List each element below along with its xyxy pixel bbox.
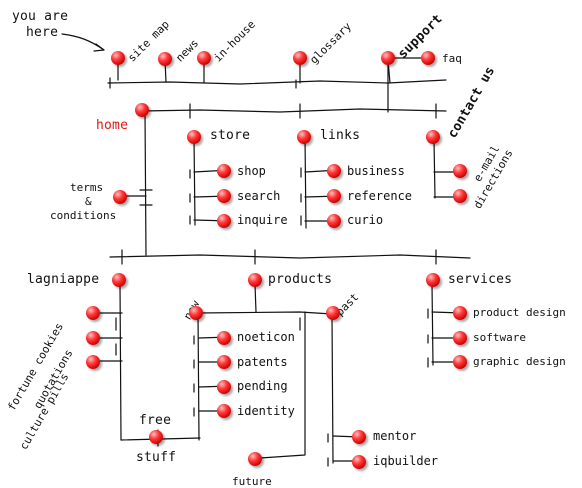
fortune-cookies-node-icon[interactable] [86,306,100,320]
future-node-icon[interactable] [248,452,262,466]
store-node-icon[interactable] [187,130,201,144]
identity-node-icon[interactable] [217,404,231,418]
reference-link[interactable]: reference [347,189,413,203]
patents-link[interactable]: patents [237,355,288,369]
business-link[interactable]: business [347,164,405,178]
search-link[interactable]: search [237,189,281,203]
conditions-link[interactable]: conditions [50,209,117,222]
you-are-here-label-line2: here [26,25,59,40]
identity-link[interactable]: identity [237,404,295,418]
future-products-link[interactable]: future [232,475,272,488]
culture-pills-node-icon[interactable] [86,355,100,369]
services-link[interactable]: services [448,272,513,287]
products-link[interactable]: products [268,272,333,287]
curio-link[interactable]: curio [347,213,384,227]
product-design-link[interactable]: product design [473,306,566,319]
links-link[interactable]: links [320,128,361,143]
free-stuff-link[interactable]: free [139,413,172,428]
mentor-node-icon[interactable] [352,430,366,444]
lagniappe-node-icon[interactable] [112,273,126,287]
terms-link[interactable]: terms [70,181,104,194]
terms-link-ampersand[interactable]: & [85,195,92,208]
patents-node-icon[interactable] [217,355,231,369]
pending-node-icon[interactable] [217,380,231,394]
in-house-node-icon[interactable] [197,51,211,65]
email-node-icon[interactable] [453,164,467,178]
inquire-node-icon[interactable] [217,214,231,228]
iqbuilder-node-icon[interactable] [352,455,366,469]
noeticon-link[interactable]: noeticon [237,330,295,344]
links-node-icon[interactable] [297,130,311,144]
home-node-icon[interactable] [135,103,149,117]
shop-link[interactable]: shop [237,164,266,178]
products-node-icon[interactable] [248,273,262,287]
home-link[interactable]: home [96,118,129,133]
free-stuff-link-line2[interactable]: stuff [136,450,177,465]
glossary-node-icon[interactable] [293,51,307,65]
directions-node-icon[interactable] [453,189,467,203]
shop-node-icon[interactable] [217,164,231,178]
search-node-icon[interactable] [217,189,231,203]
faq-node-icon[interactable] [421,51,435,65]
noeticon-node-icon[interactable] [217,331,231,345]
terms-node-icon[interactable] [113,190,127,204]
news-node-icon[interactable] [158,52,172,66]
you-are-here-label: you are [12,9,69,24]
quotations-node-icon[interactable] [86,331,100,345]
reference-node-icon[interactable] [327,189,341,203]
business-node-icon[interactable] [327,164,341,178]
product-design-node-icon[interactable] [453,306,467,320]
site-map-node-icon[interactable] [111,51,125,65]
store-link[interactable]: store [210,128,251,143]
faq-link[interactable]: faq [442,52,462,65]
inquire-link[interactable]: inquire [237,213,288,227]
software-node-icon[interactable] [453,331,467,345]
lagniappe-link[interactable]: lagniappe [27,272,100,287]
free-stuff-node-icon[interactable] [149,430,163,444]
curio-node-icon[interactable] [327,214,341,228]
software-link[interactable]: software [473,331,526,344]
services-node-icon[interactable] [426,273,440,287]
graphic-design-link[interactable]: graphic design [473,355,566,368]
support-node-icon[interactable] [381,51,395,65]
pending-link[interactable]: pending [237,379,288,393]
mentor-link[interactable]: mentor [373,429,417,443]
contact-node-icon[interactable] [426,130,440,144]
new-node-icon[interactable] [189,306,203,320]
graphic-design-node-icon[interactable] [453,355,467,369]
past-node-icon[interactable] [326,306,340,320]
iqbuilder-link[interactable]: iqbuilder [373,454,439,468]
